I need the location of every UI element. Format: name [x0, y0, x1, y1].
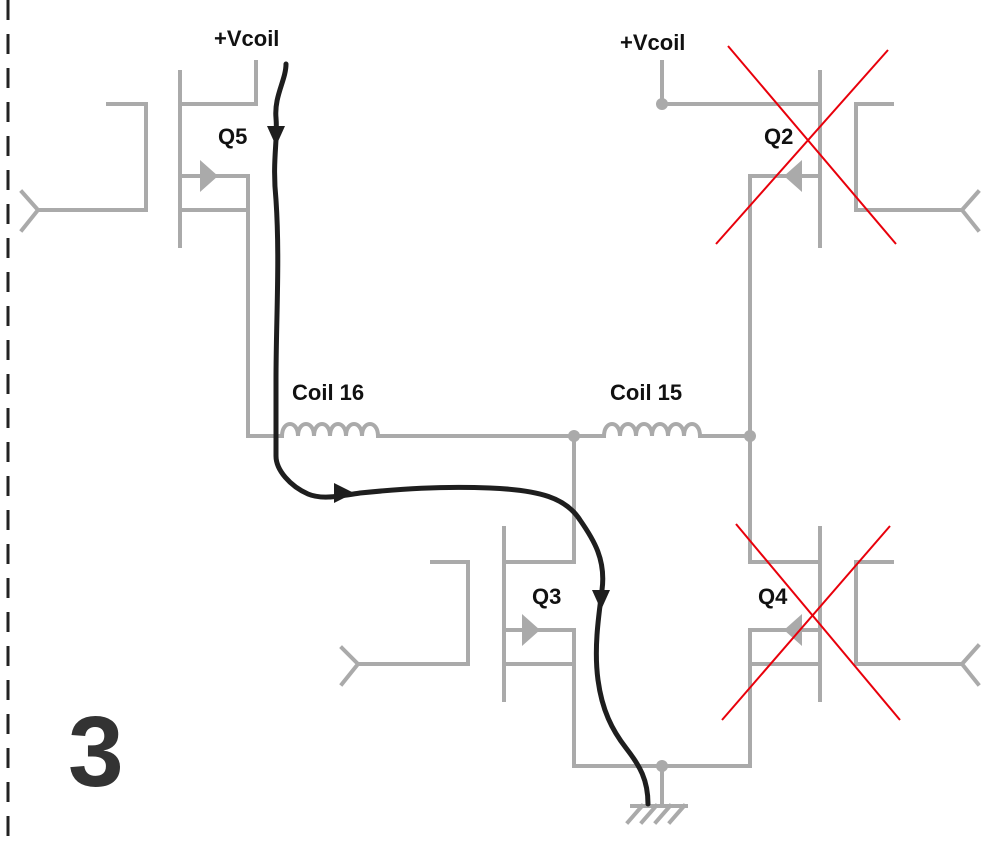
vcoil-label-right: +Vcoil — [620, 30, 685, 55]
disabled-mark-q2 — [715, 45, 897, 245]
q3-label: Q3 — [532, 584, 561, 609]
vcoil-label-left: +Vcoil — [214, 26, 279, 51]
coil-15-label: Coil 15 — [610, 380, 682, 405]
current-arrow-2 — [334, 483, 354, 503]
transistor-q3 — [339, 434, 576, 768]
current-arrow-1 — [267, 126, 285, 146]
q4-label: Q4 — [758, 584, 788, 609]
transistor-q5 — [19, 60, 258, 438]
step-number: 3 — [68, 696, 124, 808]
ground-symbol — [572, 760, 752, 825]
coil-16-label: Coil 16 — [292, 380, 364, 405]
q2-label: Q2 — [764, 124, 793, 149]
current-arrow-3 — [592, 590, 610, 610]
transistor-q4 — [748, 434, 981, 768]
q5-label: Q5 — [218, 124, 247, 149]
disabled-mark-q4 — [721, 523, 901, 721]
coil-16 — [246, 422, 576, 439]
current-path — [272, 61, 651, 807]
coil-15 — [572, 422, 752, 439]
transistor-q2 — [656, 60, 981, 438]
